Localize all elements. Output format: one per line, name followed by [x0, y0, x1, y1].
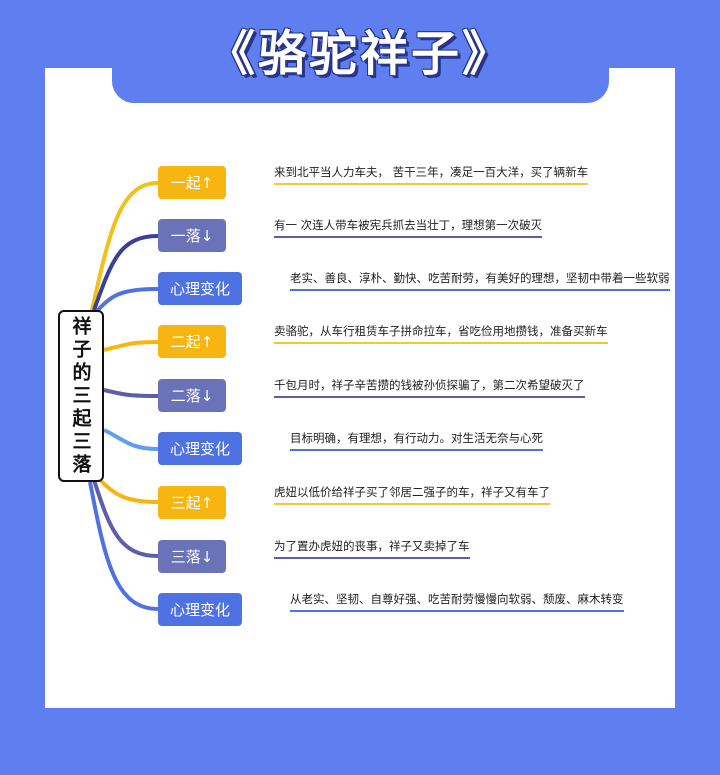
leaf-first-rise: 来到北平当人力车夫， 苦干三年，凑足一百大洋，买了辆新车 [274, 164, 589, 185]
page-title: 《骆驼祥子》 [206, 26, 513, 82]
central-topic: 祥子的三起三落 [58, 310, 104, 482]
leaf-mindset-2: 目标明确，有理想，有行动力。对生活无奈与心死 [290, 430, 543, 451]
node-second-fall: 二落↓ [158, 379, 226, 412]
content-card [45, 68, 675, 708]
leaf-third-rise: 虎妞以低价给祥子买了邻居二强子的车，祥子又有车了 [274, 484, 550, 505]
node-first-fall: 一落↓ [158, 219, 226, 252]
header-tab [112, 0, 609, 103]
node-first-rise: 一起↑ [158, 166, 226, 199]
node-mindset-1: 心理变化 [158, 272, 242, 305]
node-third-rise: 三起↑ [158, 486, 226, 519]
node-mindset-2: 心理变化 [158, 432, 242, 465]
node-second-rise: 二起↑ [158, 325, 226, 358]
leaf-third-fall: 为了置办虎妞的丧事，祥子又卖掉了车 [274, 538, 470, 559]
node-mindset-3: 心理变化 [158, 593, 242, 626]
leaf-second-rise: 卖骆驼，从车行租赁车子拼命拉车，省吃俭用地攒钱，准备买新车 [274, 323, 608, 344]
central-topic-label: 祥子的三起三落 [69, 315, 92, 477]
leaf-first-fall: 有一 次连人带车被宪兵抓去当壮丁，理想第一次破灭 [274, 217, 543, 238]
node-third-fall: 三落↓ [158, 540, 226, 573]
leaf-second-fall: 千包月时，祥子辛苦攒的钱被孙侦探骗了，第二次希望破灭了 [274, 377, 585, 398]
leaf-mindset-3: 从老实、坚韧、自尊好强、吃苦耐劳慢慢向软弱、颓废、麻木转变 [290, 591, 624, 612]
leaf-mindset-1: 老实、善良、淳朴、勤快、吃苦耐劳，有美好的理想，坚韧中带着一些软弱 [290, 270, 670, 291]
